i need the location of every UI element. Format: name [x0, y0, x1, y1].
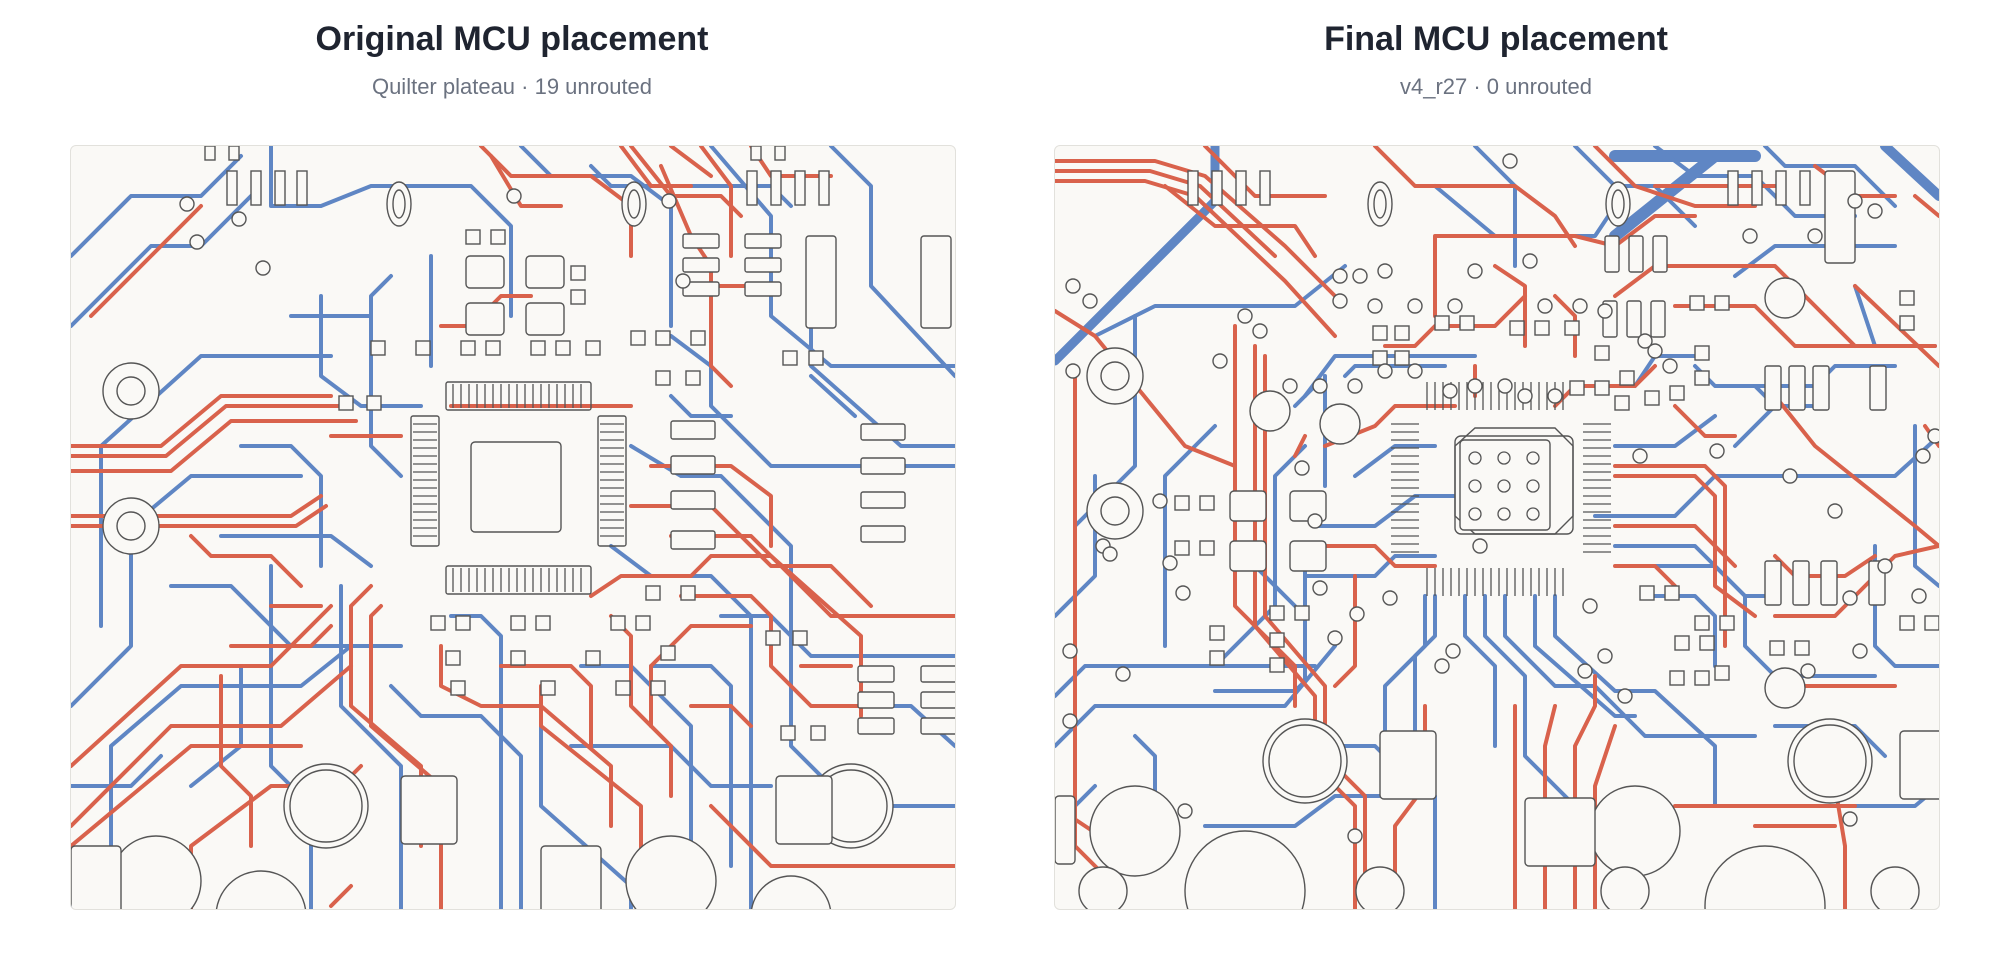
- pcb-board-final: [1054, 145, 1940, 910]
- panel-title: Final MCU placement: [1324, 20, 1668, 58]
- component-outlines: [71, 146, 955, 909]
- panel-subtitle: Quilter plateau · 19 unrouted: [371, 74, 653, 99]
- mcu-ball-grid: [1468, 451, 1540, 521]
- mcu-pins: [413, 384, 624, 592]
- pcb-render-original: [71, 146, 955, 909]
- mcu-pins: [1391, 382, 1611, 596]
- vias: [1062, 153, 1939, 844]
- component-outlines: [1055, 170, 1939, 909]
- vias: [179, 188, 691, 289]
- pcb-render-final: [1055, 146, 1939, 909]
- panel-subtitle: v4_r27 · 0 unrouted: [1399, 74, 1593, 99]
- panel-title: Original MCU placement: [315, 20, 709, 58]
- pcb-board-original: [70, 145, 956, 910]
